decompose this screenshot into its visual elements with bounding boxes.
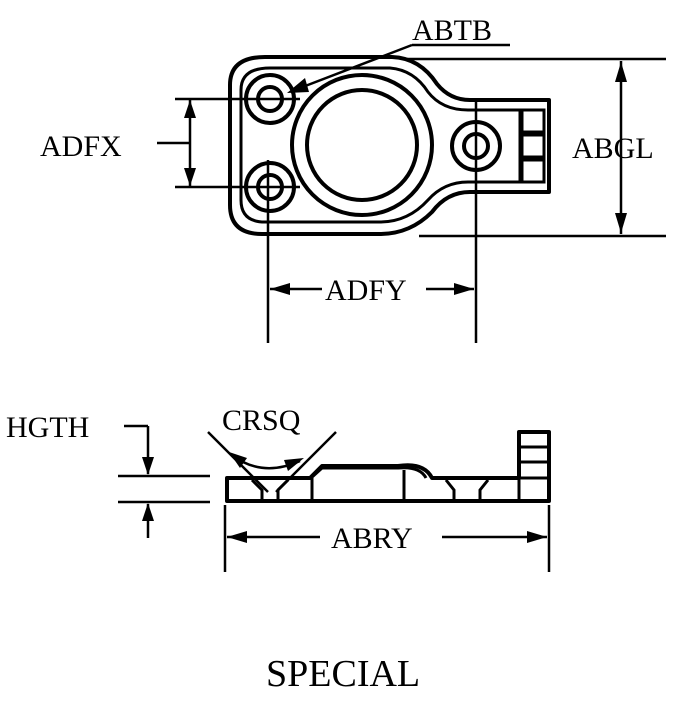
end-tab-blocks [520,108,546,184]
label-abgl: ABGL [572,132,654,165]
label-abtb: ABTB [412,14,492,47]
countersink-right [444,479,490,501]
part-inner-outline-top [239,66,522,224]
center-bore-inner [305,88,419,202]
part-outline-top [228,55,551,236]
label-abry: ABRY [331,522,413,555]
label-hgth: HGTH [6,411,89,444]
side-view [118,424,551,572]
caption-special: SPECIAL [266,653,420,695]
top-view [157,43,666,343]
side-tab-blocks [517,430,551,480]
label-adfx: ADFX [40,130,122,163]
label-crsq: CRSQ [222,404,301,437]
center-bore-outer [290,73,434,217]
label-adfy: ADFY [325,274,407,307]
